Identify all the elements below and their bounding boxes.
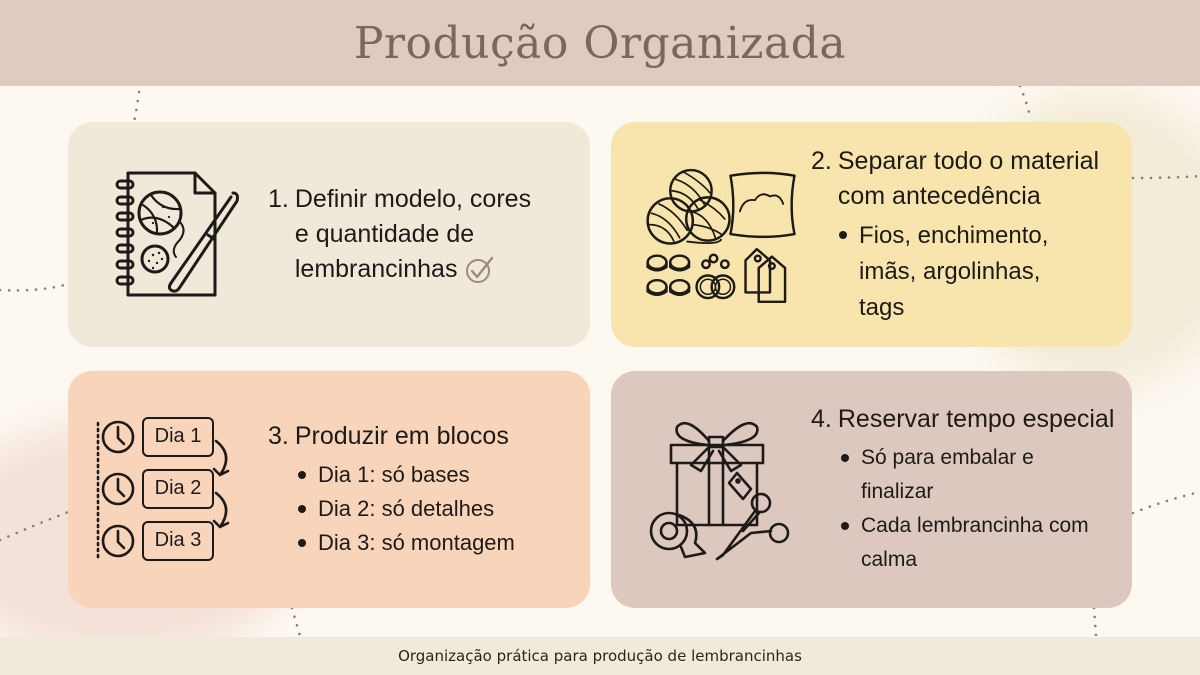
bullet-icon [841, 454, 849, 462]
card-title-line: com antecedência [837, 181, 1041, 210]
list-item: Cada lembrancinha com calma [841, 509, 1101, 577]
card-text: 3. Produzir em blocos Dia 1: só bases Di… [268, 419, 590, 560]
list-item: Fios, enchimento, imãs, argolinhas, tags [839, 218, 1081, 326]
step-number: 4. [811, 405, 832, 433]
schedule-days-icon: Dia 1 Dia 2 Dia 3 [68, 415, 268, 565]
bullet-icon [841, 522, 849, 530]
day-block: Dia 3 [142, 520, 214, 561]
card-reserve-time: 4. Reservar tempo especial Só para embal… [611, 371, 1132, 608]
card-separate-material: 2. Separar todo o material com antecedên… [611, 122, 1132, 347]
list-item: Dia 2: só detalhes [298, 492, 590, 526]
card-title-line: Separar todo o material [837, 146, 1100, 175]
step-number: 2. [811, 146, 832, 175]
list-item: Só para embalar e finalizar [841, 441, 1101, 509]
checkmark-icon [466, 257, 494, 284]
bullet-icon [298, 505, 306, 513]
card-text: 1. Definir modelo, cores e quantidade de… [268, 182, 590, 287]
bullet-icon [298, 471, 306, 479]
notebook-yarn-crochet-icon [68, 165, 268, 305]
footer-caption: Organização prática para produção de lem… [398, 647, 802, 665]
gift-tape-scissors-icon [611, 415, 811, 565]
card-text: 2. Separar todo o material com antecedên… [811, 144, 1132, 326]
page-title: Produção Organizada [353, 17, 847, 69]
card-title-line: Definir modelo, cores [294, 185, 532, 213]
bullet-list: Só para embalar e finalizar Cada lembran… [811, 441, 1101, 577]
step-number: 3. [268, 422, 289, 450]
step-number: 1. [268, 185, 289, 213]
bullet-list: Dia 1: só bases Dia 2: só detalhes Dia 3… [268, 458, 590, 560]
bullet-list: Fios, enchimento, imãs, argolinhas, tags [811, 218, 1081, 326]
bullet-icon [298, 539, 306, 547]
page-footer: Organização prática para produção de lem… [0, 637, 1200, 675]
day-block: Dia 1 [142, 416, 214, 457]
card-produce-in-blocks: Dia 1 Dia 2 Dia 3 3. Produzir em blocos … [68, 371, 590, 608]
card-define-model: 1. Definir modelo, cores e quantidade de… [68, 122, 590, 347]
timeline-decoration [96, 420, 230, 560]
day-block: Dia 2 [142, 468, 214, 509]
list-item: Dia 3: só montagem [298, 526, 590, 560]
card-title-line: e quantidade de [294, 220, 475, 248]
page-header: Produção Organizada [0, 0, 1200, 86]
yarn-stuffing-rings-tags-icon [611, 160, 811, 310]
list-item: Dia 1: só bases [298, 458, 590, 492]
card-title-line: Reservar tempo especial [837, 405, 1115, 433]
card-title-line: Produzir em blocos [294, 422, 509, 450]
card-title-line: lembrancinhas [294, 255, 458, 283]
card-text: 4. Reservar tempo especial Só para embal… [811, 402, 1132, 577]
bullet-icon [839, 230, 847, 239]
